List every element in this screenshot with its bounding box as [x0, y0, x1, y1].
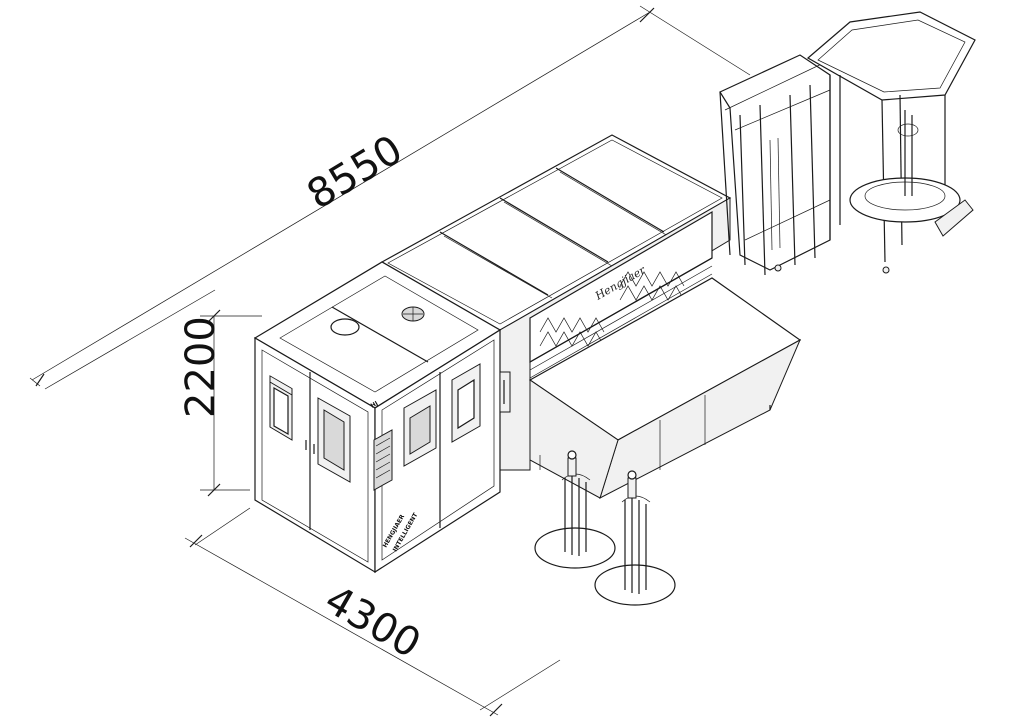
panel-badge: HJ: [370, 400, 380, 410]
front-cabinet: HENGJIAER INTELLIGENT HJ: [253, 261, 511, 574]
dimension-height-label: 2200: [178, 316, 224, 418]
dimension-length-label: 8550: [299, 127, 410, 219]
conveyor-table: [528, 277, 802, 499]
main-body: Hengjiaer: [380, 134, 732, 471]
dimension-height: 2200: [178, 309, 262, 497]
loading-frame: [719, 11, 976, 276]
hanger-stand-left: [534, 450, 616, 569]
dimension-width-label: 4300: [317, 577, 428, 668]
hanger-stand-right: [594, 470, 676, 606]
